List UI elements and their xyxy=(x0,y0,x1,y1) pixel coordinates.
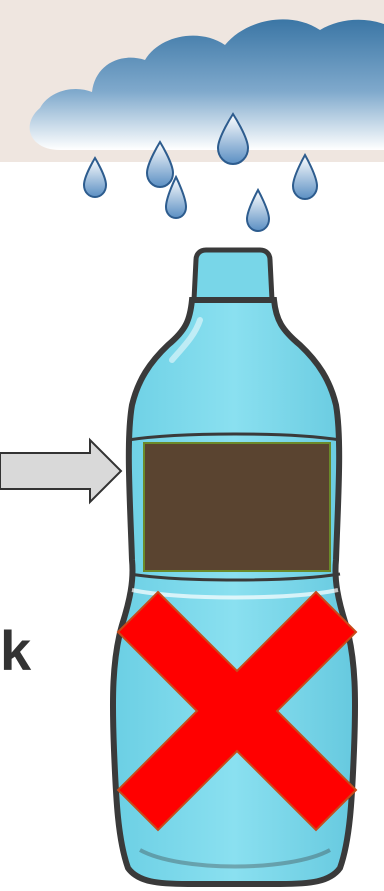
bottle-label-cover xyxy=(144,443,330,571)
raindrop-icon xyxy=(84,158,106,197)
partial-text-fragment: k xyxy=(0,611,384,691)
raindrop-icon xyxy=(247,190,269,231)
right-arrow-icon xyxy=(0,440,121,502)
partial-letter: k xyxy=(0,611,31,691)
rain-cloud-icon xyxy=(30,19,384,150)
raindrop-icon xyxy=(293,155,317,199)
